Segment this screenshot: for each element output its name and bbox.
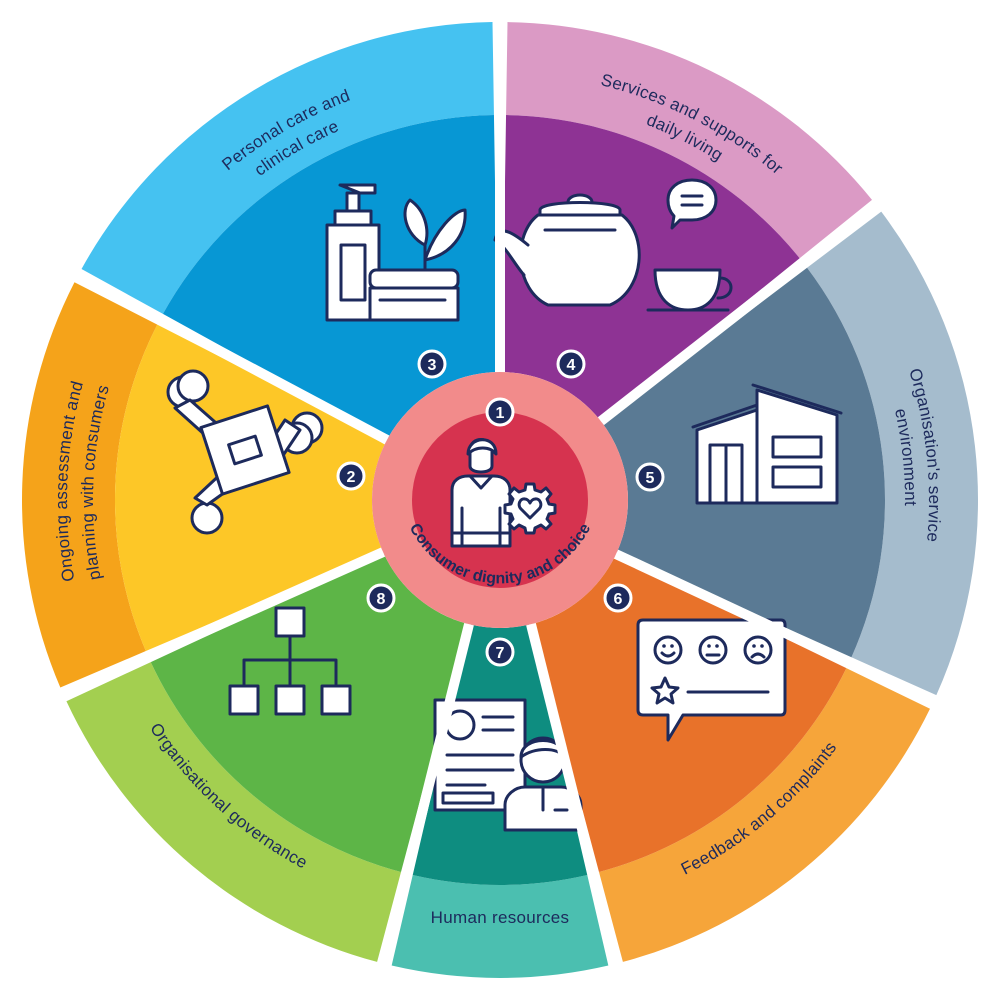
number-badge-circle (485, 397, 515, 427)
number-badge-3: 3 (417, 349, 447, 379)
number-badge-text: 2 (347, 469, 356, 486)
number-badge-8: 8 (366, 583, 396, 613)
org-chart-icon (228, 606, 352, 716)
segment-separator (379, 622, 474, 967)
segment-outer-band (21, 282, 158, 688)
number-badge-text: 6 (614, 591, 623, 608)
segment-outer-band (807, 211, 978, 696)
segment-inner-wedge (150, 553, 468, 873)
number-badge-circle (366, 583, 396, 613)
number-badge-circle (603, 583, 633, 613)
number-badge-2: 2 (336, 461, 366, 491)
segment-separator (73, 270, 390, 445)
number-badge-circle (556, 349, 586, 379)
segment-label-7: Human resources (431, 908, 570, 927)
number-badge-text: 5 (646, 470, 655, 487)
segment-separator (613, 549, 938, 708)
number-badge-circle (485, 637, 515, 667)
teapot-cup-icon (493, 178, 733, 312)
segment-outer-band (598, 668, 930, 962)
number-badge-text: 1 (496, 405, 505, 422)
number-badge-text: 3 (428, 357, 437, 374)
number-badge-5: 5 (635, 462, 665, 492)
segment-standard-8 (66, 553, 468, 962)
segment-inner-wedge (502, 115, 800, 420)
number-badge-7: 7 (485, 637, 515, 667)
segment-outer-band (391, 874, 609, 978)
feedback-faces-icon (636, 618, 787, 742)
number-badge-text: 7 (496, 645, 505, 662)
people-around-table-icon (166, 369, 324, 535)
number-badge-circle (336, 461, 366, 491)
number-badge-text: 8 (377, 591, 386, 608)
number-badge-circle (417, 349, 447, 379)
person-gear-heart-icon (450, 438, 557, 548)
segment-outer-band (66, 662, 402, 962)
number-badge-6: 6 (603, 583, 633, 613)
number-badge-1: 1 (485, 397, 515, 427)
segment-standard-4 (502, 22, 873, 420)
number-badge-text: 4 (567, 357, 576, 374)
segment-separator (59, 547, 386, 700)
number-badge-4: 4 (556, 349, 586, 379)
number-badge-circle (635, 462, 665, 492)
lotion-bottle-leaves-icon (325, 183, 467, 322)
segment-separator (597, 200, 882, 426)
building-icon (691, 383, 843, 505)
segment-separator (526, 622, 621, 967)
segment-outer-band (81, 22, 494, 314)
segment-outer-band (506, 22, 873, 259)
number-badges: 1 2 3 4 5 6 7 8 (336, 349, 665, 667)
